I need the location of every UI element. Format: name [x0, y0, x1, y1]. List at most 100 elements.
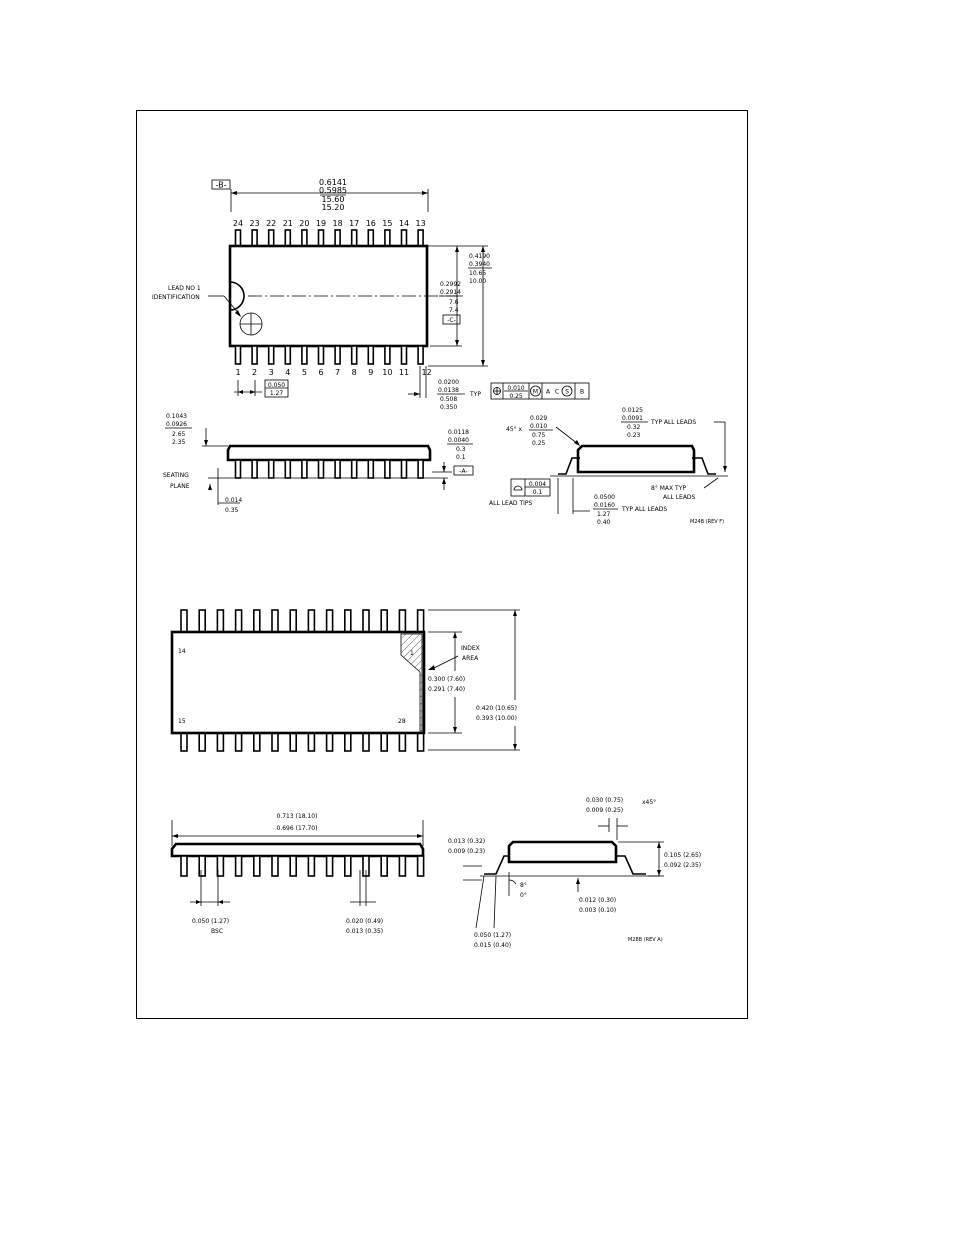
height-mm-min: 2.35 [172, 439, 186, 446]
bottom-pin-number: 10 [382, 368, 392, 377]
bottom-lead [251, 345, 258, 365]
m28b-top-lead [362, 609, 370, 633]
body-width-in-min: 0.2914 [440, 289, 461, 296]
m28b-top-lead [198, 609, 206, 633]
top-pin-number: 14 [399, 219, 409, 228]
lead-width-in-min: 0.0138 [438, 387, 459, 394]
lead-width-mm-max: 0.508 [440, 396, 457, 403]
pitch-mm: 1.27 [270, 390, 284, 397]
m28b-thick-min: 0.009 (0.23) [448, 848, 485, 855]
thick-mm-min: 0.23 [627, 432, 641, 439]
chamfer-mm-min: 0.25 [532, 440, 546, 447]
top-lead [251, 229, 258, 247]
thick-in-max: 0.0125 [622, 407, 643, 414]
m28b-bottom-lead [362, 732, 370, 752]
tol-a: A [546, 389, 551, 396]
m28b-body-width-max: 0.300 (7.60) [428, 676, 465, 683]
top-pin-number: 13 [416, 219, 426, 228]
m28b-bottom-leads [180, 732, 425, 752]
m28b-foot-max: 0.050 (1.27) [474, 932, 511, 939]
height-in-max: 0.1043 [166, 413, 187, 420]
coplanarity-box [510, 478, 551, 497]
top-pin-number: 22 [266, 219, 276, 228]
m28b-end-body [507, 840, 618, 864]
m28b-standoff-min: 0.003 (0.10) [579, 907, 616, 914]
index-area-hatch [400, 633, 423, 732]
m28b-height-min: 0.092 (2.35) [664, 862, 701, 869]
foot-in-min: 0.0160 [594, 502, 615, 509]
datum-b-label: -B- [216, 181, 227, 190]
m28b-top-lead [416, 609, 425, 633]
m28b-revision: M28B (REV A) [628, 937, 663, 943]
top-lead [284, 229, 292, 247]
m28b-side-lead [398, 855, 407, 877]
top-pin-number: 16 [366, 219, 376, 228]
overall-width-in-min: 0.3940 [469, 261, 490, 268]
top-pin-number: 18 [333, 219, 343, 228]
top-lead [234, 229, 242, 247]
m28b-side-body [170, 842, 425, 858]
side-lead [400, 459, 408, 479]
m28b-side-lead [343, 855, 352, 877]
standoff-in-max: 0.0118 [448, 429, 469, 436]
m28b-side-lead [325, 855, 334, 877]
side-lead [251, 459, 258, 479]
top-lead [417, 229, 424, 247]
top-lead [267, 229, 275, 247]
m28b-side-lead [271, 855, 279, 877]
side-lead [301, 459, 308, 479]
top-lead [400, 229, 408, 247]
m28b-pin-1: 1 [410, 650, 414, 657]
bottom-lead [350, 345, 358, 365]
m28b-bottom-lead [325, 732, 334, 752]
bottom-pin-number: 6 [318, 368, 323, 377]
tol-c: C [555, 389, 559, 396]
m28b-chamfer-suffix: x45° [642, 799, 656, 806]
datum-b-box [211, 179, 231, 190]
m28b-standoff-max: 0.012 (0.30) [579, 897, 616, 904]
bottom-lead [384, 345, 391, 365]
m28b-end-view: 0.030 (0.75) 0.009 (0.25) x45° 0.013 (0.… [448, 797, 701, 949]
m24b-side-body [226, 444, 432, 462]
angle-max-2: ALL LEADS [663, 494, 696, 501]
tol-m: M [533, 389, 538, 396]
profile-symbol-icon [513, 485, 523, 491]
bottom-lead [234, 345, 242, 365]
chamfer-in-max: 0.029 [530, 415, 547, 422]
datum-a-label: -A- [459, 468, 467, 475]
m28b-side-lead [253, 855, 261, 877]
seating-label-2: PLANE [170, 483, 190, 490]
top-pin-number: 24 [233, 219, 243, 228]
side-lead [367, 459, 375, 479]
m28b-top-lead [216, 609, 225, 633]
bottom-pin-number: 5 [302, 368, 307, 377]
m28b-top-lead [343, 609, 352, 633]
m28b-thick-max: 0.013 (0.32) [448, 838, 485, 845]
side-lead [334, 459, 341, 479]
body-width-in-max: 0.2992 [440, 281, 461, 288]
m28b-overall-width-max: 0.420 (10.65) [476, 705, 517, 712]
typ-all-leads-2: TYP ALL LEADS [621, 506, 667, 513]
m28b-length-max: 0.713 (18.10) [277, 813, 318, 820]
m28b-top-lead [180, 609, 188, 633]
angle-max-1: 8° MAX TYP [651, 485, 686, 492]
bottom-pin-number: 8 [352, 368, 357, 377]
pitch-in: 0.050 [268, 382, 285, 389]
m28b-top-lead [253, 609, 261, 633]
m28b-body-width-min: 0.291 (7.40) [428, 686, 465, 693]
top-lead [384, 229, 391, 247]
bottom-lead [417, 345, 424, 365]
side-lead [384, 459, 391, 479]
m28b-side-lead [380, 855, 389, 877]
position-tolerance-frame: 0.010 0.25 M A C S B [490, 382, 590, 400]
m28b-lead-width-min: 0.013 (0.35) [346, 928, 383, 935]
m28b-bottom-lead [307, 732, 316, 752]
lead-no1-label-1: LEAD NO 1 [168, 285, 201, 292]
datum-c-label: -C- [447, 317, 456, 324]
standoff-mm-min: 0.1 [456, 454, 466, 461]
lead-width-typ: TYP [469, 391, 481, 398]
m28b-top-lead [234, 609, 243, 633]
length-in-max: 0.6141 [319, 178, 347, 187]
bottom-pin-number: 4 [285, 368, 290, 377]
